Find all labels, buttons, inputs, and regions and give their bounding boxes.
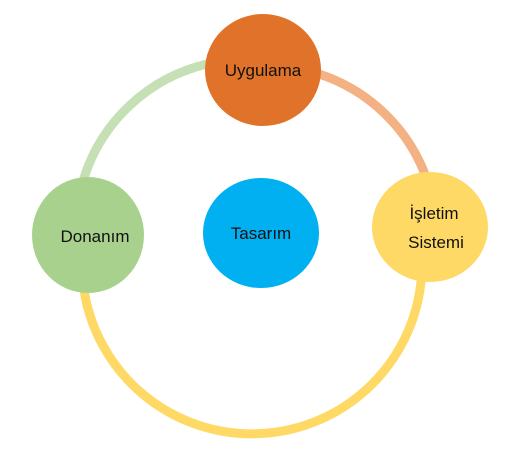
node-top-circle <box>205 14 321 126</box>
arc-top-to-right <box>314 69 431 182</box>
node-top: Uygulama <box>205 14 321 126</box>
node-left-label: Donanım <box>61 227 130 246</box>
node-right-label-line2: Sistemi <box>408 233 464 252</box>
arc-right-to-left <box>79 277 426 439</box>
node-right-circle <box>372 172 488 282</box>
node-center-label: Tasarım <box>231 224 291 243</box>
node-right: İşletim Sistemi <box>372 172 488 282</box>
node-center-circle <box>203 178 319 288</box>
node-center: Tasarım <box>203 178 319 288</box>
arc-left-to-top <box>79 59 212 183</box>
node-left: Donanım <box>32 177 144 293</box>
node-left-circle <box>32 177 144 293</box>
node-right-label-line1: İşletim <box>409 204 458 223</box>
node-top-label: Uygulama <box>225 61 302 80</box>
